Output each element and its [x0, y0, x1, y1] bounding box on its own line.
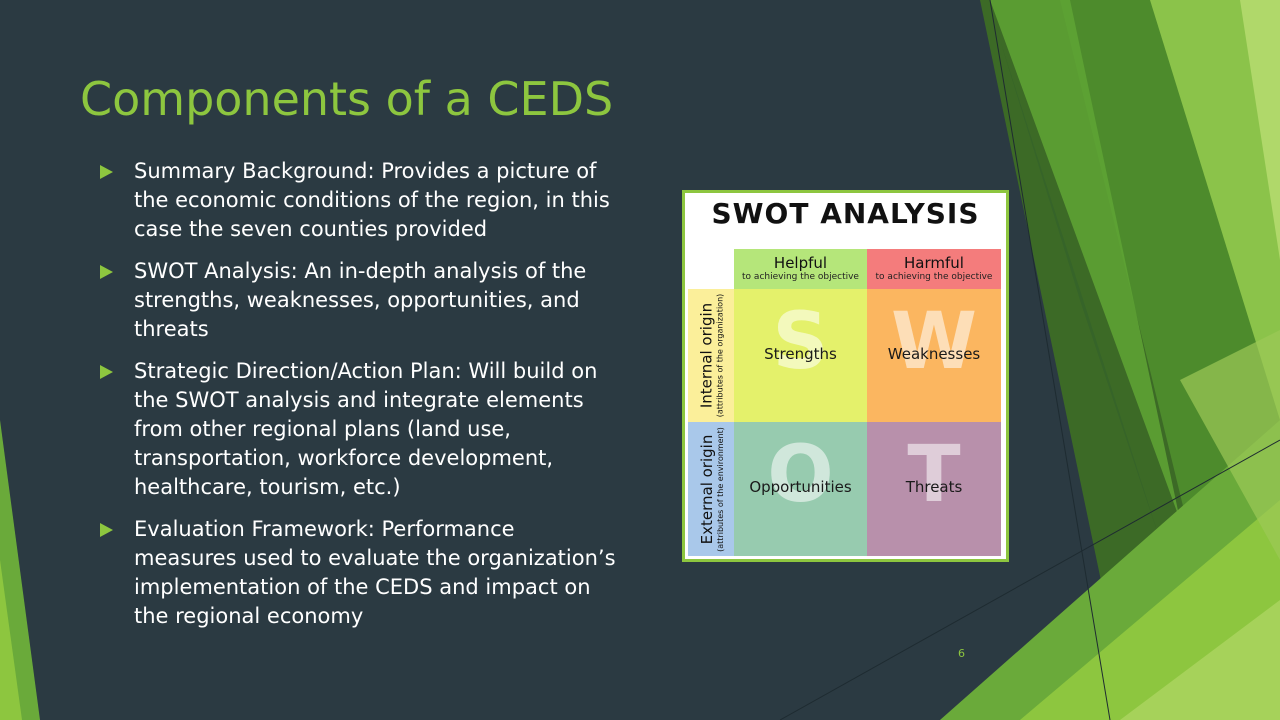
slide-title: Components of a CEDS: [80, 72, 614, 126]
swot-quadrant-strengths: S Strengths: [734, 289, 867, 422]
bullet-list: Summary Background: Provides a picture o…: [100, 157, 620, 644]
bullet-item: Evaluation Framework: Performance measur…: [100, 515, 620, 631]
bullet-triangle-icon: [100, 523, 113, 537]
swot-letter: T: [907, 430, 961, 520]
swot-quadrant-opportunities: O Opportunities: [734, 422, 867, 556]
bullet-text: SWOT Analysis: An in-depth analysis of t…: [134, 259, 587, 341]
swot-quadrant-weaknesses: W Weaknesses: [867, 289, 1001, 422]
bullet-triangle-icon: [100, 165, 113, 179]
swot-letter: O: [767, 430, 834, 520]
swot-diagram: SWOT ANALYSIS Helpful to achieving the o…: [682, 190, 1009, 562]
swot-header-harmful: Harmful to achieving the objective: [867, 249, 1001, 289]
swot-header-label: Harmful: [904, 254, 964, 272]
bullet-text: Strategic Direction/Action Plan: Will bu…: [134, 359, 598, 499]
swot-header-sub: to achieving the objective: [742, 272, 859, 282]
swot-quadrant-label: Threats: [905, 478, 963, 496]
swot-header-helpful: Helpful to achieving the objective: [734, 249, 867, 289]
bullet-item: Summary Background: Provides a picture o…: [100, 157, 620, 244]
bullet-item: Strategic Direction/Action Plan: Will bu…: [100, 357, 620, 502]
swot-quadrant-label: Weaknesses: [887, 345, 981, 363]
swot-title: SWOT ANALYSIS: [711, 197, 980, 230]
swot-row-internal: Internal origin (attributes of the organ…: [688, 289, 734, 422]
swot-row-sub: (attributes of the environment): [715, 426, 725, 552]
swot-letter: S: [772, 297, 829, 387]
swot-row-external: External origin (attributes of the envir…: [688, 422, 734, 556]
swot-row-label: Internal origin: [697, 302, 716, 409]
bullet-triangle-icon: [100, 365, 113, 379]
swot-quadrant-label: Opportunities: [749, 478, 852, 496]
bullet-text: Summary Background: Provides a picture o…: [134, 159, 610, 241]
swot-row-label: External origin: [697, 434, 716, 544]
bullet-item: SWOT Analysis: An in-depth analysis of t…: [100, 257, 620, 344]
page-number: 6: [958, 647, 965, 660]
swot-header-label: Helpful: [773, 254, 828, 272]
swot-quadrant-threats: T Threats: [867, 422, 1001, 556]
swot-letter: W: [890, 297, 978, 387]
swot-header-sub: to achieving the objective: [875, 272, 993, 282]
swot-row-sub: (attributes of the organization): [715, 293, 725, 418]
bullet-text: Evaluation Framework: Performance measur…: [134, 517, 616, 628]
bullet-triangle-icon: [100, 265, 113, 279]
swot-quadrant-label: Strengths: [764, 345, 837, 363]
